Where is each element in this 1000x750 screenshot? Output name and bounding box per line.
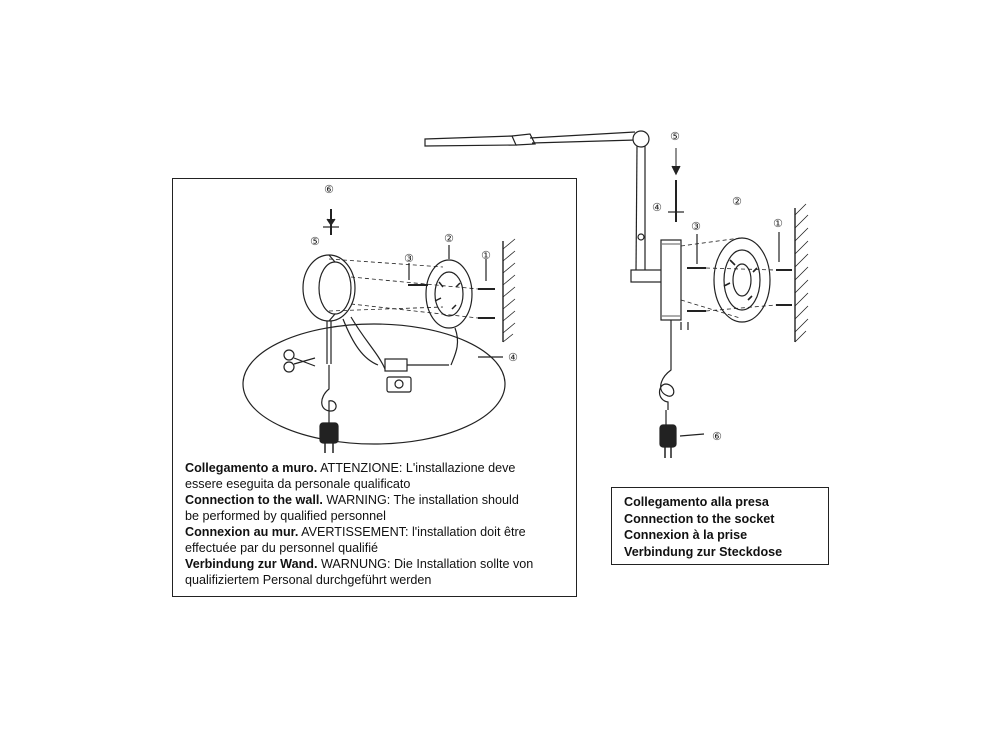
callout-4: ④ xyxy=(652,201,662,214)
callout-1: ① xyxy=(481,249,491,262)
callout-5: ⑤ xyxy=(310,235,320,248)
wall-line-fr: Connexion au mur. AVERTISSEMENT: l'insta… xyxy=(185,525,526,539)
wall-line-en-cont: be performed by qualified personnel xyxy=(185,509,386,523)
socket-connection-drawing: ⑤ ④ ③ ② ① ⑥ xyxy=(424,130,809,458)
callout-1: ① xyxy=(773,217,783,230)
wall-line-de: Verbindung zur Wand. WARNUNG: Die Instal… xyxy=(185,557,534,571)
wall-line-it-cont: essere eseguita da personale qualificato xyxy=(185,477,411,491)
callout-6: ⑥ xyxy=(712,430,722,443)
desk-lamp-illustration xyxy=(424,130,809,458)
callout-5: ⑤ xyxy=(670,130,680,143)
wall-connection-panel: ⑥ ⑤ ③ ② ① ④ Collegamento a muro. ATTENZI… xyxy=(172,178,577,597)
socket-connection-box: Collegamento alla presa Connection to th… xyxy=(611,487,829,565)
wall-connection-drawing: ⑥ ⑤ ③ ② ① ④ xyxy=(242,183,518,453)
wall-line-fr-cont: effectuée par du personnel qualifié xyxy=(185,541,379,555)
wall-callouts: ⑥ ⑤ ③ ② ① ④ xyxy=(310,183,518,364)
wall-connection-text: Collegamento a muro. ATTENZIONE: L'insta… xyxy=(185,460,570,588)
callout-3: ③ xyxy=(691,220,701,233)
socket-line-it: Collegamento alla presa xyxy=(624,495,769,509)
callout-3: ③ xyxy=(404,252,414,265)
callout-4: ④ xyxy=(508,351,518,364)
wall-line-it: Collegamento a muro. ATTENZIONE: L'insta… xyxy=(185,461,516,475)
socket-line-fr: Connexion à la prise xyxy=(624,528,748,542)
callout-2: ② xyxy=(732,195,742,208)
socket-callouts: ⑤ ④ ③ ② ① ⑥ xyxy=(652,130,783,443)
socket-line-en: Connection to the socket xyxy=(624,511,775,526)
wall-line-de-cont: qualifiziertem Personal durchgeführt wer… xyxy=(185,573,432,587)
wall-line-en: Connection to the wall. WARNING: The ins… xyxy=(185,493,519,507)
callout-2: ② xyxy=(444,232,454,245)
socket-line-de: Verbindung zur Steckdose xyxy=(624,544,783,559)
callout-6: ⑥ xyxy=(324,183,334,196)
